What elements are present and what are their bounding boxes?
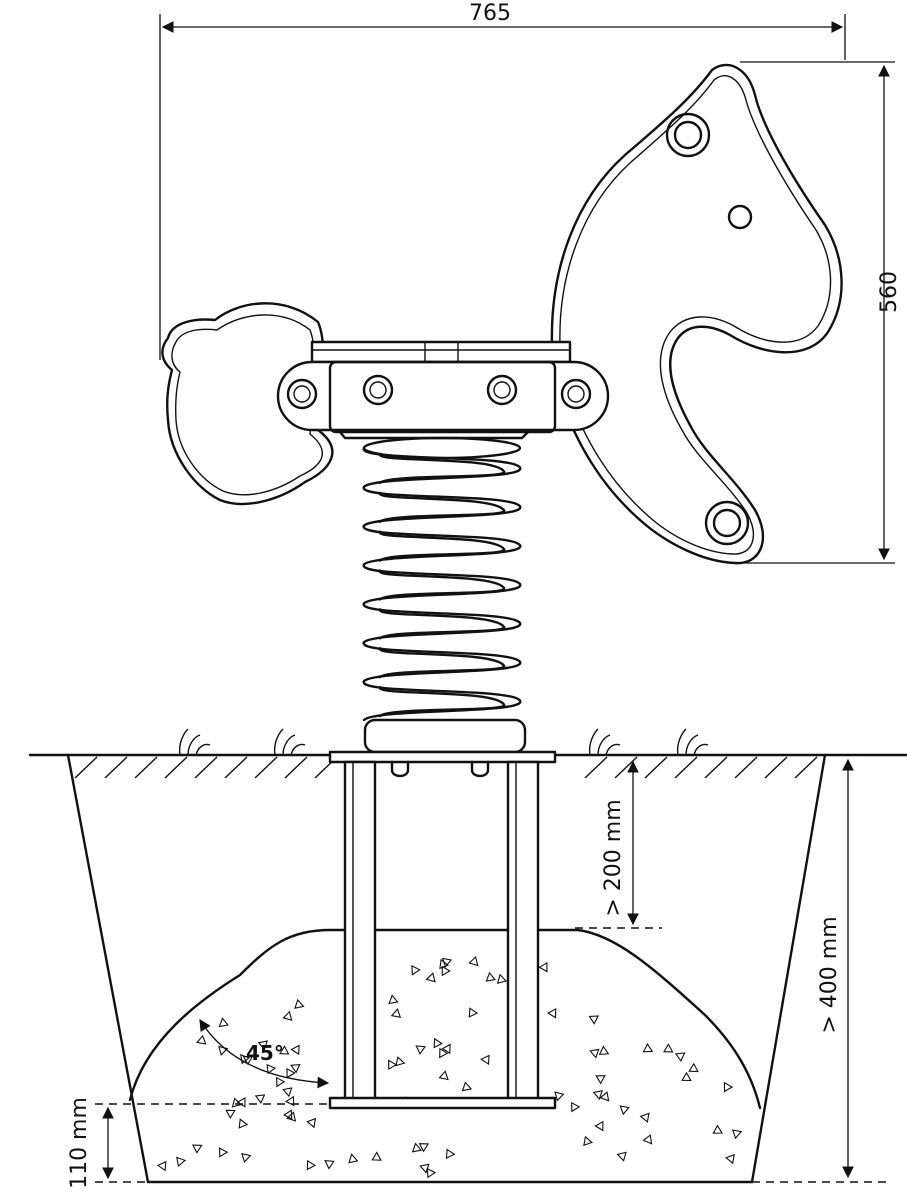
- concrete-footing: [128, 928, 762, 1179]
- horse-head-panel: [550, 63, 843, 565]
- height-label: 560: [877, 271, 902, 313]
- total-depth-dimension: > 400 mm: [752, 754, 890, 1183]
- slope-angle-label: 45°: [246, 1041, 284, 1065]
- height-dimension: 560: [740, 61, 902, 564]
- width-label: 765: [469, 1, 511, 26]
- base-thickness-label: 110 mm: [67, 1097, 92, 1189]
- upper-depth-label: > 200 mm: [601, 799, 626, 916]
- anchor-frame: [328, 750, 557, 1110]
- width-dimension: 765: [159, 1, 846, 360]
- base-thickness-dimension: 110 mm: [67, 1097, 330, 1189]
- seat-bracket: [276, 340, 610, 440]
- tail-panel: [161, 302, 334, 506]
- coil-spring: [362, 436, 527, 754]
- slope-angle-annotation: 45°: [199, 1019, 330, 1089]
- upper-depth-dimension: > 200 mm: [575, 760, 662, 929]
- excavation-pit: [66, 753, 827, 1184]
- total-depth-label: > 400 mm: [817, 916, 842, 1033]
